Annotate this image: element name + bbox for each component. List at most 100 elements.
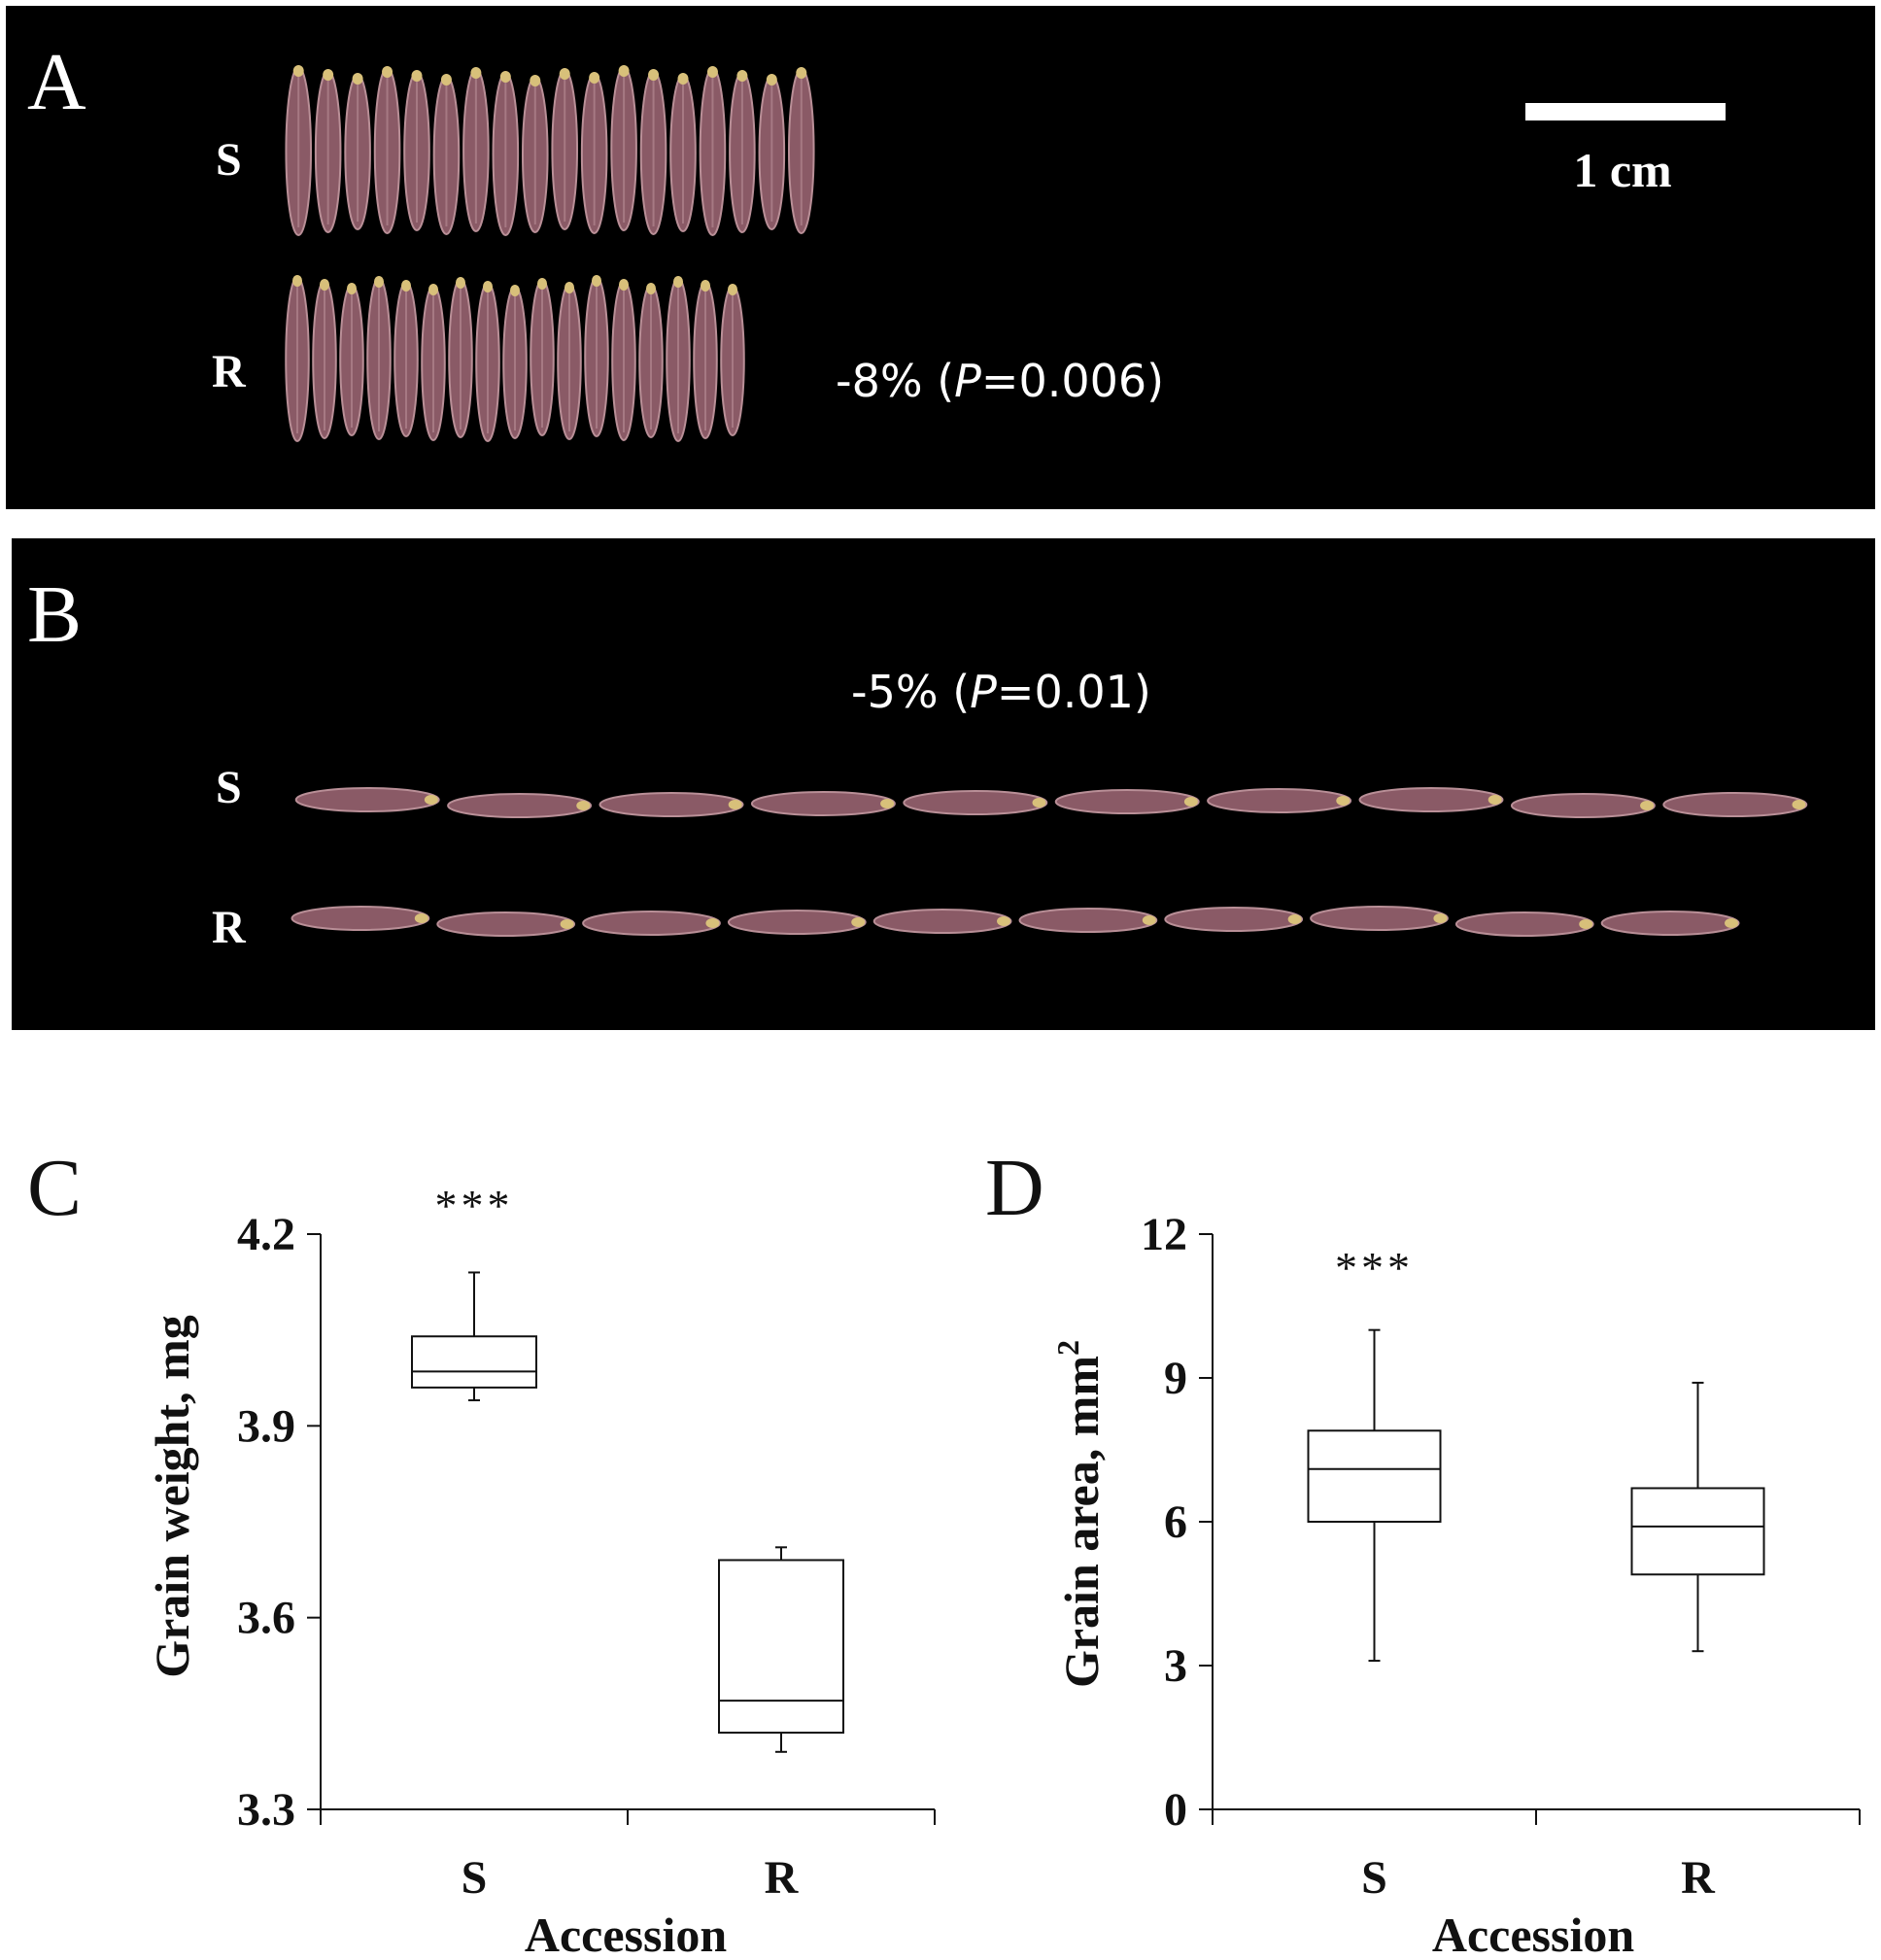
- panel-b-note-p: P: [970, 666, 997, 718]
- panel-a-r-grain-tip: [564, 282, 575, 293]
- panel-a-label-r: R: [212, 346, 247, 397]
- panel-b-s-grain: [1358, 787, 1504, 812]
- panel-b-s-grain-tip: [1336, 796, 1351, 806]
- panel-a-note-suffix: =0.006): [981, 355, 1164, 407]
- chart-d-xtick-label: R: [1681, 1852, 1716, 1904]
- chart-c-ytick-label: 3.3: [237, 1784, 295, 1836]
- panel-a-s-grain-tip: [796, 67, 807, 79]
- panel-b-s-grain: [294, 787, 440, 812]
- panel-a-s-grain-tip: [589, 72, 600, 84]
- panel-b-label-r: R: [212, 902, 247, 953]
- chart-c-ylabel: Grain weight, mg: [145, 1315, 199, 1678]
- chart-d-box-s: [1307, 1429, 1442, 1524]
- panel-b-s-grain-tip: [424, 795, 438, 805]
- panel-a-s-grain-tip: [766, 74, 777, 86]
- panel-b-s-grain-tip: [576, 801, 591, 810]
- panel-b-r-grain-tip: [705, 918, 720, 928]
- panel-b-r-grain: [1310, 906, 1449, 931]
- panel-a-s-grain-tip: [470, 67, 482, 79]
- chart-c-xtick-label: S: [462, 1852, 488, 1904]
- panel-a-s-grain-tip: [411, 70, 423, 82]
- panel-b-s-grain-tip: [880, 799, 895, 808]
- panel-a: A S R 1 cm -8% (P=0.006): [6, 6, 1875, 509]
- panel-b-photo: [12, 538, 1875, 1030]
- panel-b-r-grain: [1454, 911, 1594, 937]
- panel-b-r-grain: [582, 911, 721, 936]
- panel-a-s-grain-tip: [559, 68, 570, 80]
- panel-b-r-grain-tip: [1579, 919, 1593, 929]
- panel-a-s-grain-tip: [499, 71, 511, 83]
- chart-c-significance: ***: [435, 1181, 514, 1230]
- chart-d-ytick-label: 9: [1164, 1353, 1187, 1404]
- panel-a-s-grain-tip: [292, 65, 304, 77]
- panel-a-note: -8% (P=0.006): [836, 355, 1164, 407]
- chart-c-xlabel: Accession: [525, 1908, 727, 1960]
- panel-b-s-grain: [750, 791, 896, 816]
- panel-a-s-grain-tip: [440, 74, 452, 86]
- panel-a-label-s: S: [216, 134, 242, 186]
- panel-a-r-grain-tip: [455, 277, 466, 289]
- panel-b-r-grain: [1164, 907, 1304, 932]
- panel-a-r-grain-tip: [428, 284, 439, 295]
- panel-a-r-grain-tip: [645, 283, 657, 294]
- scale-bar-label: 1 cm: [1573, 143, 1671, 197]
- chart-d-significance: ***: [1335, 1243, 1414, 1292]
- scale-bar: [1525, 103, 1726, 120]
- panel-b-s-grain-tip: [1032, 798, 1046, 808]
- chart-c-ytick-label: 3.6: [237, 1593, 295, 1644]
- panel-a-r-grain-tip: [727, 284, 738, 295]
- chart-c-box-r: [718, 1559, 844, 1735]
- panel-a-r-grain-tip: [373, 276, 385, 288]
- panel-a-s-grain-tip: [352, 73, 363, 85]
- panel-c: C 4.2 3.9 3.6 3.3S R *** Grain weight, mg Acc…: [27, 1143, 936, 1960]
- panel-a-r-grain-tip: [509, 285, 521, 296]
- panel-a-s-grain-tip: [530, 75, 541, 86]
- panel-a-r-grain-tip: [618, 279, 630, 291]
- panel-b-r-grain-tip: [414, 913, 428, 923]
- panel-b-r-grain: [872, 909, 1012, 934]
- panel-a-r-grain-tip: [482, 281, 494, 292]
- chart-c-xtick-label: R: [765, 1852, 800, 1904]
- panel-b-s-grain-tip: [1792, 800, 1806, 809]
- panel-b-s-grain: [447, 793, 593, 818]
- panel-a-r-grain-tip: [400, 280, 412, 292]
- panel-a-s-grain-tip: [736, 70, 748, 82]
- panel-a-note-p: P: [954, 355, 981, 407]
- panel-b-s-grain-tip: [1488, 795, 1502, 805]
- panel-a-letter: A: [27, 37, 86, 127]
- panel-a-r-grain-tip: [672, 276, 684, 288]
- panel-b-s-grain-tip: [728, 800, 742, 809]
- panel-a-r-grain-tip: [536, 278, 548, 290]
- panel-b-r-grain-tip: [1287, 914, 1302, 924]
- panel-a-s-grain-tip: [382, 66, 393, 78]
- panel-b: B -5% (P=0.01) S R: [12, 538, 1875, 1030]
- panel-b-s-grain-tip: [1183, 797, 1198, 807]
- panel-a-r-grain-tip: [346, 283, 358, 294]
- panel-c-letter: C: [27, 1143, 82, 1233]
- panel-a-s-grain-tip: [677, 73, 689, 85]
- chart-c-ytick-label: 3.9: [237, 1400, 295, 1452]
- panel-b-r-grain: [727, 910, 867, 935]
- panel-b-r-grain-tip: [851, 917, 866, 927]
- panel-a-note-prefix: -8% (: [836, 355, 954, 407]
- chart-d-ylabel-sup: 2: [1050, 1340, 1085, 1356]
- panel-b-grains: [291, 787, 1808, 937]
- chart-d-xtick-label: S: [1361, 1852, 1387, 1904]
- panel-b-letter: B: [27, 569, 82, 660]
- panel-b-r-grain-tip: [1433, 913, 1448, 923]
- panel-b-note-suffix: =0.01): [997, 666, 1151, 718]
- chart-d-ytick-label: 6: [1164, 1496, 1187, 1548]
- panel-b-r-grain: [1600, 911, 1740, 936]
- chart-d-xlabel: Accession: [1432, 1908, 1634, 1960]
- panel-a-s-grain-tip: [323, 69, 334, 81]
- chart-c-ytick-label: 4.2: [237, 1209, 295, 1260]
- panel-b-s-grain: [1207, 788, 1352, 813]
- chart-d-ylabel-text: Grain area, mm: [1054, 1356, 1109, 1688]
- panel-a-r-grain-tip: [700, 280, 711, 292]
- panel-b-note-prefix: -5% (: [851, 666, 970, 718]
- panel-a-photo: [6, 6, 1875, 509]
- chart-c: 4.2 3.9 3.6 3.3S R ***: [237, 1181, 936, 1904]
- panel-b-r-grain: [436, 911, 576, 937]
